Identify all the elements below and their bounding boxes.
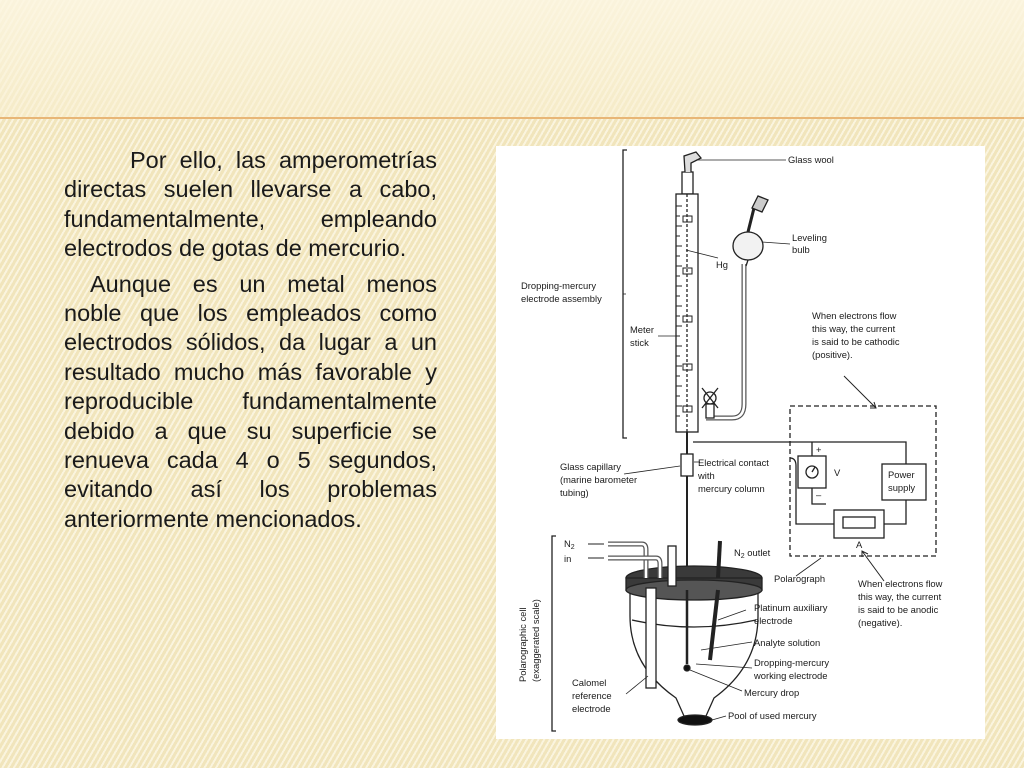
wire-bottom (789, 457, 907, 525)
label-dme-working-2: working electrode (753, 670, 827, 681)
contact-joint (680, 453, 694, 477)
label-hg: Hg (716, 259, 728, 270)
label-cell-1: Polarographic cell (517, 607, 528, 682)
cell-bracket (551, 535, 556, 732)
label-anodic-3: is said to be anodic (858, 604, 939, 615)
paragraph-2: Aunque es un metal menos noble que los e… (64, 270, 437, 532)
mercury-pool (677, 714, 713, 726)
wire-top (693, 441, 907, 464)
header-band (0, 0, 1024, 118)
label-dme-assembly-2: electrode assembly (521, 293, 602, 304)
label-capillary-2: (marine barometer (560, 474, 637, 485)
platinum-electrode (708, 589, 720, 661)
label-n2-in: N2 (564, 538, 575, 551)
leveling-bulb (732, 231, 764, 261)
label-n2-outlet: N2 outlet (734, 547, 771, 560)
label-capillary-3: tubing) (560, 487, 589, 498)
polarograph-diagram: Glass wool Leveling bulb Hg Dropping-mer… (496, 146, 985, 739)
wire-voltmeter (811, 442, 826, 505)
meter-ticks (676, 205, 682, 417)
ammeter (833, 509, 885, 539)
label-dme-working-1: Dropping-mercury (754, 657, 829, 668)
power-supply (881, 463, 927, 501)
label-meter: Meter (630, 324, 654, 335)
cathodic-arrow (843, 375, 877, 409)
label-analyte: Analyte solution (754, 637, 820, 648)
polarograph-box (789, 405, 937, 557)
label-v: V (834, 467, 841, 478)
label-bulb: bulb (792, 244, 810, 255)
paragraph-1: Por ello, las amperometrías directas sue… (64, 147, 437, 262)
label-minus: – (816, 489, 822, 500)
mercury-drop (683, 664, 691, 672)
label-cathodic-1: When electrons flow (812, 310, 897, 321)
label-supply: supply (888, 482, 915, 493)
glass-wool-plug (681, 171, 694, 195)
body-text: Por ello, las amperometrías directas sue… (64, 146, 437, 534)
label-mercury-drop: Mercury drop (744, 687, 799, 698)
label-polarograph: Polarograph (774, 573, 825, 584)
label-pool: Pool of used mercury (728, 710, 817, 721)
label-platinum-2: electrode (754, 615, 793, 626)
leader-lines (623, 159, 822, 721)
label-platinum-1: Platinum auxiliary (754, 602, 828, 613)
header-divider (0, 117, 1024, 119)
label-power: Power (888, 469, 915, 480)
label-calomel-3: electrode (572, 703, 611, 714)
label-dme-assembly-1: Dropping-mercury (521, 280, 596, 291)
label-cathodic-4: (positive). (812, 349, 853, 360)
label-capillary-1: Glass capillary (560, 461, 621, 472)
label-cathodic-2: this way, the current (812, 323, 896, 334)
label-contact-1: Electrical contact (698, 457, 769, 468)
label-calomel-2: reference (572, 690, 612, 701)
label-anodic-1: When electrons flow (858, 578, 943, 589)
calomel-electrode (645, 587, 657, 689)
label-cell-2: (exaggerated scale) (530, 599, 541, 682)
label-contact-3: mercury column (698, 483, 765, 494)
label-contact-2: with (697, 470, 715, 481)
label-cathodic-3: is said to be cathodic (812, 336, 900, 347)
n2-outlet-tube (716, 540, 722, 579)
label-glass-wool: Glass wool (788, 154, 834, 165)
label-a: A (856, 539, 863, 550)
label-leveling: Leveling (792, 232, 827, 243)
label-in: in (564, 553, 571, 564)
label-plus: + (816, 444, 822, 455)
label-stick: stick (630, 337, 649, 348)
label-anodic-4: (negative). (858, 617, 902, 628)
label-calomel-1: Calomel (572, 677, 606, 688)
label-anodic-2: this way, the current (858, 591, 942, 602)
anodic-arrow (861, 550, 885, 582)
meter-clips (682, 215, 693, 413)
